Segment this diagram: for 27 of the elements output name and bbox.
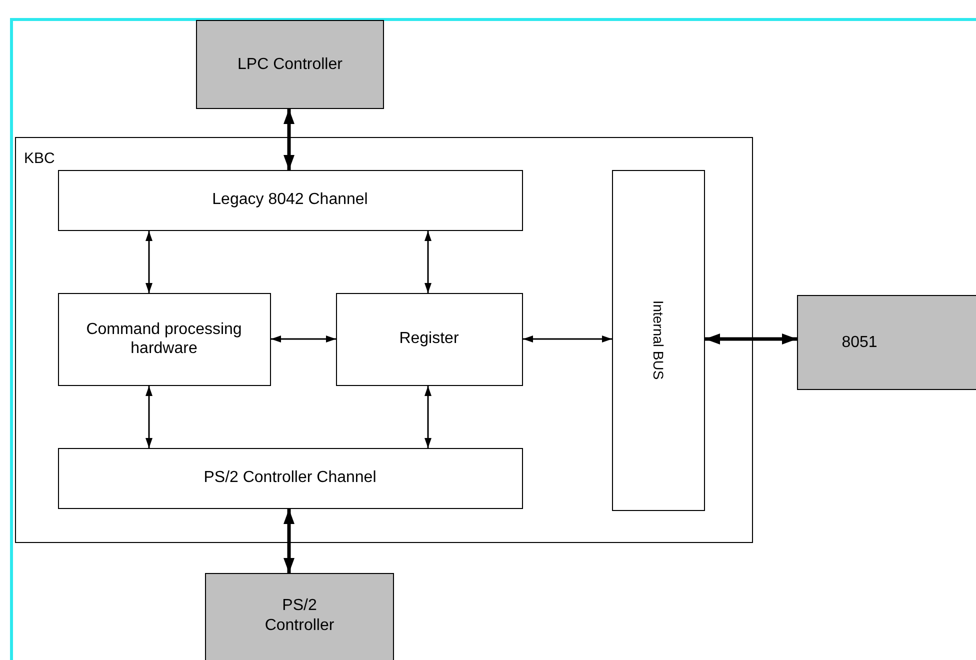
- group-heading: KBC: [24, 150, 55, 168]
- box-label: Legacy 8042 Channel: [212, 190, 368, 210]
- double-arrow: [424, 386, 432, 448]
- double-arrow: [146, 231, 152, 293]
- double-arrow: [284, 109, 294, 170]
- box-label: PS/2 Controller: [264, 596, 336, 635]
- box-label: PS/2 Controller Channel: [204, 468, 376, 488]
- controller-box: [196, 20, 384, 109]
- controller-box: [205, 573, 394, 660]
- box-label: Command processing hardware: [85, 320, 243, 358]
- register-box: [336, 292, 522, 386]
- box-label: LPC Controller: [238, 54, 342, 74]
- channel-box: [58, 170, 522, 230]
- box-label: Register: [399, 329, 459, 349]
- double-arrow: [271, 336, 336, 342]
- double-arrow: [424, 231, 432, 293]
- bus-box: [612, 170, 704, 510]
- double-arrow: [146, 386, 152, 448]
- process-box: [58, 292, 270, 386]
- processor-box: [797, 295, 976, 390]
- box-label: Internal BUS: [650, 300, 666, 380]
- double-arrow: [284, 509, 294, 573]
- channel-box: [58, 448, 522, 508]
- box-label: 8051: [842, 332, 878, 352]
- double-arrow: [523, 336, 612, 342]
- double-arrow: [705, 334, 797, 344]
- container-box: [15, 137, 753, 543]
